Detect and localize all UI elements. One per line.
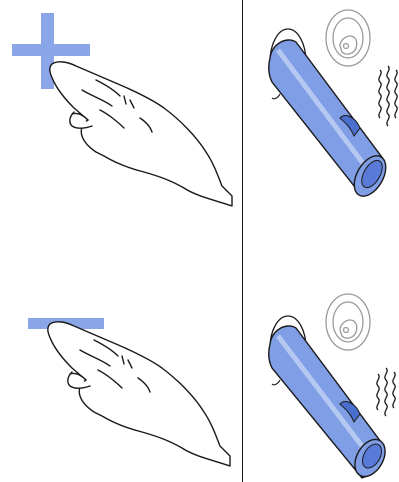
heat-waves-icon [377,368,395,416]
panel-spout-bottom [244,282,399,482]
finger-pointing-icon [48,322,230,466]
faucet-spout-icon [269,316,392,482]
heat-waves-icon [379,66,397,126]
water-drop-icon [326,294,370,350]
panel-spout-top [244,0,399,240]
finger-pointing-icon [50,62,232,206]
water-drop-icon [326,10,370,66]
panel-decrease [0,300,240,482]
panel-increase [0,0,240,240]
panel-divider [242,0,243,482]
